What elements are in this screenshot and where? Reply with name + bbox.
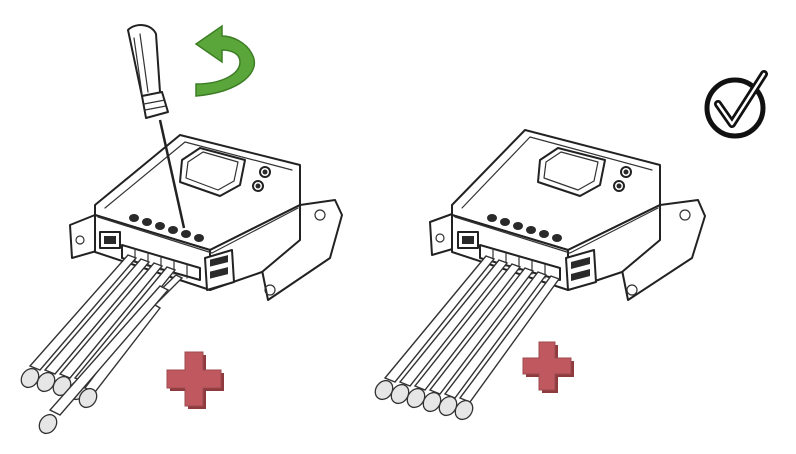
left-terminal-screws (129, 214, 204, 242)
right-controller-panel (374, 129, 706, 421)
screwdriver-icon (127, 24, 186, 229)
left-controller-panel (20, 24, 343, 435)
checkmark-icon (704, 70, 768, 139)
right-usb-ports (565, 249, 597, 291)
right-wire-strands (374, 379, 474, 421)
left-usb-ports (204, 249, 235, 291)
right-terminal-screws (487, 214, 562, 242)
right-connected-wires (374, 255, 561, 421)
counter-clockwise-arrow-icon (194, 24, 255, 97)
left-loose-wires (38, 274, 184, 435)
left-plus-icon (166, 351, 224, 409)
right-terminal-block (479, 244, 561, 281)
right-plus-icon (522, 341, 574, 393)
